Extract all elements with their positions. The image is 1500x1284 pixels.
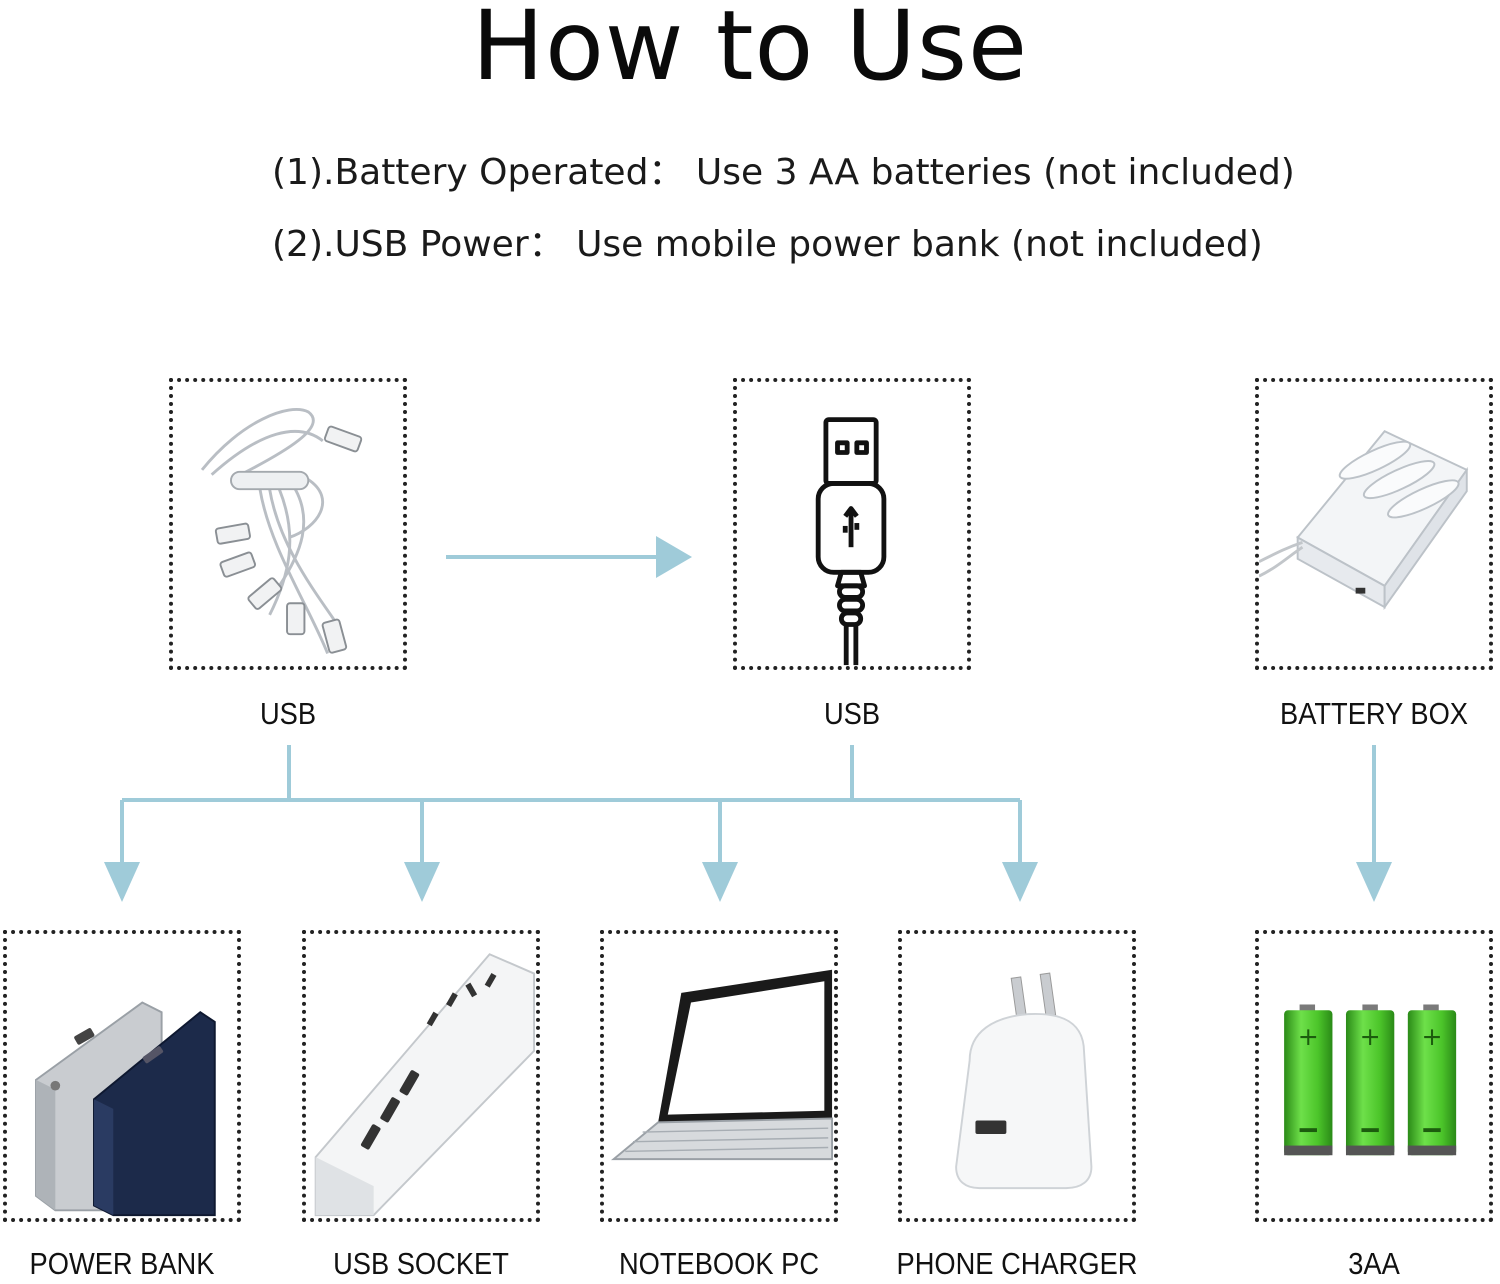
usb-cable-label: USB bbox=[259, 696, 317, 731]
power-bank-photo-icon bbox=[35, 1001, 216, 1217]
arrowhead-battery bbox=[1356, 862, 1392, 902]
battery-1: + bbox=[1284, 1004, 1333, 1156]
aa-battery-icon: + + + bbox=[1284, 1004, 1457, 1156]
battery-2: + bbox=[1345, 1004, 1395, 1156]
phone-charger-photo-icon bbox=[955, 972, 1093, 1190]
notebook-pc-box bbox=[600, 930, 838, 1222]
usb-instruction: (2).USB Power： Use mobile power bank (no… bbox=[272, 224, 1263, 265]
power-bank-box bbox=[3, 930, 241, 1222]
arrowhead-notebook bbox=[702, 862, 738, 902]
battery-box-photo-icon bbox=[1259, 430, 1469, 611]
usb-plug-label: USB bbox=[823, 696, 881, 731]
svg-text:+: + bbox=[1298, 1022, 1319, 1051]
battery-3: + bbox=[1407, 1004, 1457, 1156]
laptop-icon bbox=[610, 969, 834, 1161]
notebook-pc-label: NOTEBOOK PC bbox=[618, 1246, 820, 1281]
arrowhead-usb-socket bbox=[404, 862, 440, 902]
usb-socket-box bbox=[302, 930, 540, 1222]
batteries-box: + + + bbox=[1255, 930, 1493, 1222]
usb-socket-label: USB SOCKET bbox=[333, 1246, 509, 1281]
arrowhead-charger bbox=[1002, 862, 1038, 902]
battery-box-photo-box bbox=[1255, 378, 1493, 670]
phone-charger-box bbox=[898, 930, 1136, 1222]
svg-text:+: + bbox=[1421, 1022, 1442, 1051]
arrowhead-power-bank bbox=[104, 862, 140, 902]
usb-cable-box bbox=[169, 378, 407, 670]
svg-text:+: + bbox=[1360, 1022, 1381, 1051]
page-title: How to Use bbox=[471, 0, 1029, 102]
usb-socket-photo-icon bbox=[314, 953, 536, 1217]
usb-plug-box bbox=[733, 378, 971, 670]
phone-charger-label: PHONE CHARGER bbox=[896, 1246, 1138, 1281]
battery-box-label: BATTERY BOX bbox=[1280, 696, 1468, 731]
usb-cable-photo-icon bbox=[200, 408, 363, 655]
usb-plug-icon bbox=[815, 417, 887, 666]
arrowhead-usb bbox=[656, 536, 692, 578]
power-bank-label: POWER BANK bbox=[29, 1246, 215, 1281]
battery-instruction: (1).Battery Operated： Use 3 AA batteries… bbox=[272, 152, 1295, 193]
batteries-label: 3AA bbox=[1348, 1246, 1400, 1281]
